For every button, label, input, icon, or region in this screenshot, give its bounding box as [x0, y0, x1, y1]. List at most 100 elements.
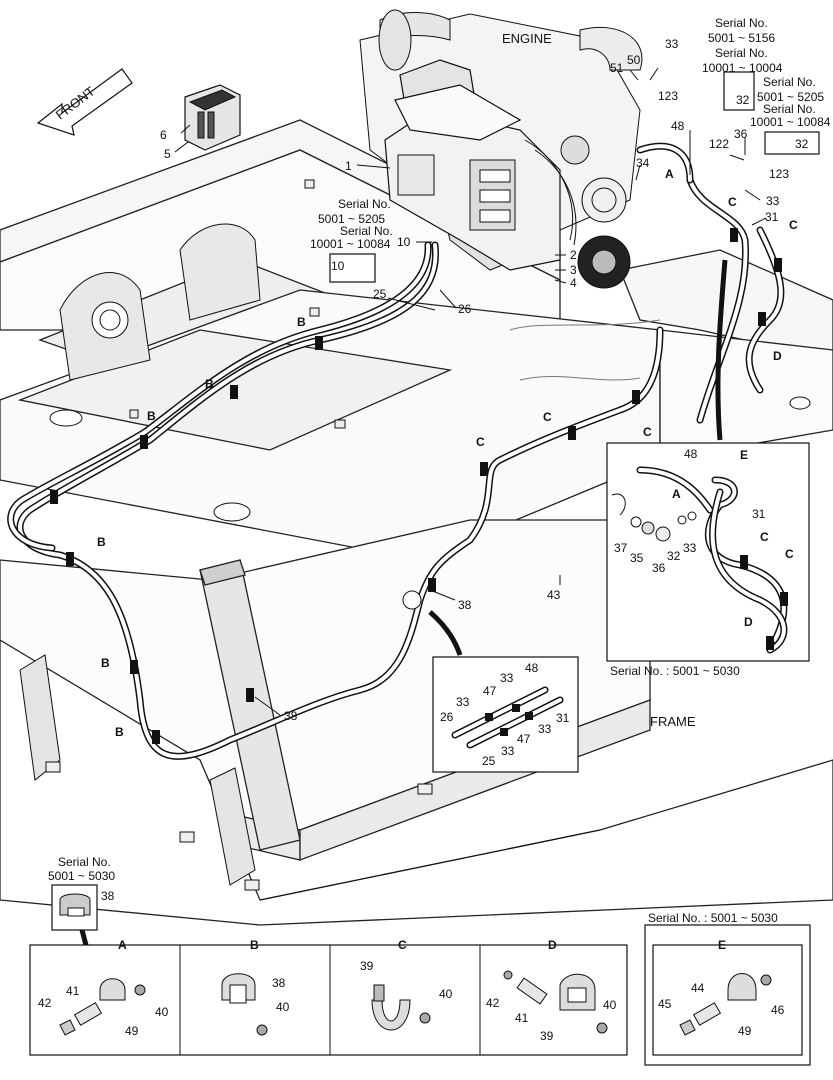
panel-D-part-39: 39 [540, 1029, 554, 1043]
detail-right-C2: C [785, 547, 794, 561]
callout-26: 26 [458, 302, 472, 316]
callout-B2: B [205, 377, 214, 391]
callout-123b: 123 [769, 167, 789, 181]
serial-3-range: 5001 ~ 5205 [757, 90, 824, 104]
detail-clamp-38: 38 [101, 889, 115, 903]
detail-mid-33b: 33 [456, 695, 470, 709]
callout-10b: 10 [331, 259, 345, 273]
callout-10a: 10 [397, 235, 411, 249]
frame-label: FRAME [650, 714, 696, 729]
detail-right-48: 48 [684, 447, 698, 461]
serial-9: Serial No. : 5001 ~ 5030 [648, 911, 778, 925]
callout-38a: 38 [458, 598, 472, 612]
panel-B-part-38: 38 [272, 976, 286, 990]
detail-box-right [606, 442, 810, 662]
panel-A-title: A [118, 938, 127, 952]
panel-D-part-42: 42 [486, 996, 500, 1010]
engine-label: ENGINE [502, 31, 552, 46]
callout-2: 2 [570, 248, 577, 262]
detail-mid-48: 48 [525, 661, 539, 675]
callout-1: 1 [345, 159, 352, 173]
detail-right-31: 31 [752, 507, 766, 521]
serial-4-range: 10001 ~ 10084 [750, 115, 831, 129]
detail-right-36: 36 [652, 561, 666, 575]
callout-6: 6 [160, 128, 167, 142]
serial-2-range: 10001 ~ 10004 [702, 61, 783, 75]
detail-box-mid [432, 656, 579, 773]
serial-box-32a [723, 71, 755, 111]
callout-C4: C [543, 410, 552, 424]
callout-51: 51 [610, 61, 624, 75]
panel-A-part-42: 42 [38, 996, 52, 1010]
callout-36: 36 [734, 127, 748, 141]
detail-right-C1: C [760, 530, 769, 544]
callout-25: 25 [373, 287, 387, 301]
serial-6-range: 10001 ~ 10084 [310, 237, 391, 251]
callout-33b: 33 [766, 194, 780, 208]
callout-4: 4 [570, 276, 577, 290]
serial-box-10 [329, 253, 376, 283]
callout-32b: 32 [795, 137, 809, 151]
controller-unit [184, 84, 241, 151]
serial-7: Serial No. : 5001 ~ 5030 [610, 664, 740, 678]
serial-1: Serial No. [715, 16, 768, 30]
serial-1-range: 5001 ~ 5156 [708, 31, 775, 45]
detail-right-E: E [740, 448, 748, 462]
serial-4: Serial No. [763, 102, 816, 116]
callout-32a: 32 [736, 93, 750, 107]
callout-B1: B [297, 315, 306, 329]
callout-34: 34 [636, 156, 650, 170]
detail-mid-26: 26 [440, 710, 454, 724]
panel-A-part-40: 40 [155, 1005, 169, 1019]
hose-routing [7, 142, 785, 760]
panel-B-part-40: 40 [276, 1000, 290, 1014]
panel-E-part-46: 46 [771, 1003, 785, 1017]
callout-43: 43 [547, 588, 561, 602]
serial-3: Serial No. [763, 75, 816, 89]
detail-mid-33d: 33 [501, 744, 515, 758]
panel-A-part-49: 49 [125, 1024, 139, 1038]
callout-B3: B [147, 409, 156, 423]
callout-C5: C [643, 425, 652, 439]
panel-E-part-49: 49 [738, 1024, 752, 1038]
detail-mid-47b: 47 [517, 732, 531, 746]
detail-right-A: A [672, 487, 681, 501]
serial-6: Serial No. [340, 224, 393, 238]
panel-C-part-40: 40 [439, 987, 453, 1001]
callout-3: 3 [570, 263, 577, 277]
callout-123a: 123 [658, 89, 678, 103]
callout-33a: 33 [665, 37, 679, 51]
panel-C-part-39: 39 [360, 959, 374, 973]
detail-mid-25: 25 [482, 754, 496, 768]
panel-C-title: C [398, 938, 407, 952]
detail-right-37: 37 [614, 541, 628, 555]
detail-mid-33a: 33 [500, 671, 514, 685]
detail-right-32: 32 [667, 549, 681, 563]
serial-5-range: 5001 ~ 5205 [318, 212, 385, 226]
serial-2: Serial No. [715, 46, 768, 60]
serial-8-range: 5001 ~ 5030 [48, 869, 115, 883]
serial-8: Serial No. [58, 855, 111, 869]
detail-right-D: D [744, 615, 753, 629]
callout-A: A [665, 167, 674, 181]
bottom-panels [29, 924, 811, 1066]
callout-C3: C [476, 435, 485, 449]
callout-48: 48 [671, 119, 685, 133]
callout-5: 5 [164, 147, 171, 161]
detail-right-33: 33 [683, 541, 697, 555]
callout-B6: B [115, 725, 124, 739]
panel-B-title: B [250, 938, 259, 952]
serial-5: Serial No. [338, 197, 391, 211]
panel-E-part-45: 45 [658, 997, 672, 1011]
panel-A-part-41: 41 [66, 984, 80, 998]
panel-D-part-41: 41 [515, 1011, 529, 1025]
detail-mid-31: 31 [556, 711, 570, 725]
panel-E-part-44: 44 [691, 981, 705, 995]
detail-box-clamp [51, 884, 98, 931]
panel-D-title: D [548, 938, 557, 952]
panel-D-part-40: 40 [603, 998, 617, 1012]
callout-D: D [773, 349, 782, 363]
detail-mid-47a: 47 [483, 684, 497, 698]
